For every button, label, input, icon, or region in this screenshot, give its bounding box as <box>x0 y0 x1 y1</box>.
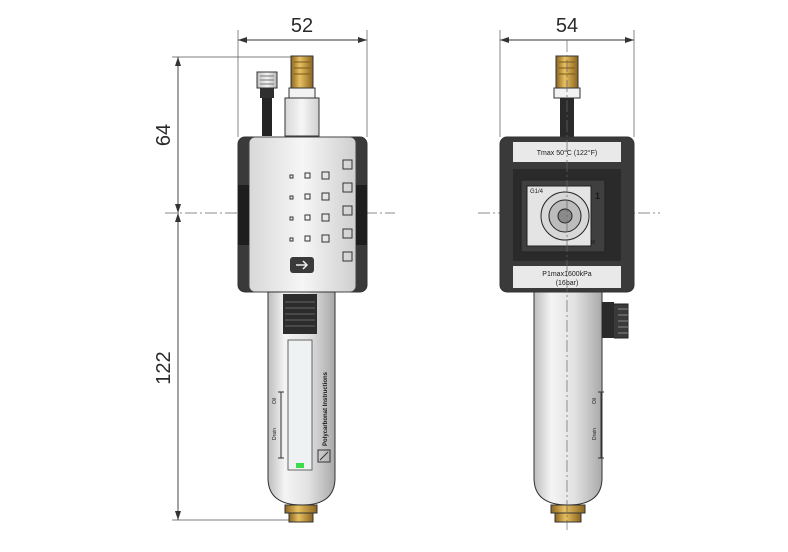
front-bowl: Oil Drain Polycarbonat Instructions <box>267 291 336 506</box>
front-width-label: 52 <box>291 15 313 37</box>
front-head-body <box>237 136 368 293</box>
oil-level-indicator <box>296 463 304 468</box>
bowl-instructions-text: Polycarbonat Instructions <box>323 371 329 446</box>
dimension-upper-height: 64 <box>153 56 298 213</box>
tmax-label: Tmax 50°C (122°F) <box>537 149 597 157</box>
side-width-label: 54 <box>556 15 578 37</box>
m-label: M <box>591 240 595 246</box>
level-min-label: Drain <box>272 428 278 440</box>
fill-plug <box>256 71 278 136</box>
front-drain-fitting <box>284 504 318 523</box>
dimension-front-width: 52 <box>237 15 368 137</box>
lower-height-label: 122 <box>153 351 175 384</box>
side-bowl: Oil Drain <box>533 291 629 506</box>
side-level-max-label: Oil <box>592 398 598 404</box>
flow-number-label: 1 <box>595 191 600 201</box>
dimension-lower-height: 122 <box>153 213 300 521</box>
port-size-label: G1/4 <box>530 189 544 195</box>
drip-adjuster <box>284 55 320 137</box>
side-level-min-label: Drain <box>592 428 598 440</box>
dimension-side-width: 54 <box>499 15 635 137</box>
upper-height-label: 64 <box>153 124 175 146</box>
front-view: Oil Drain Polycarbonat Instructions <box>237 55 368 523</box>
dot-pattern <box>289 159 353 262</box>
side-drain-fitting <box>550 504 586 523</box>
side-view: Tmax 50°C (122°F) G1/4 1 M P1max1600kPa … <box>499 40 635 530</box>
level-max-label: Oil <box>272 398 278 404</box>
pmax-label-line1: P1max1600kPa <box>542 271 592 278</box>
